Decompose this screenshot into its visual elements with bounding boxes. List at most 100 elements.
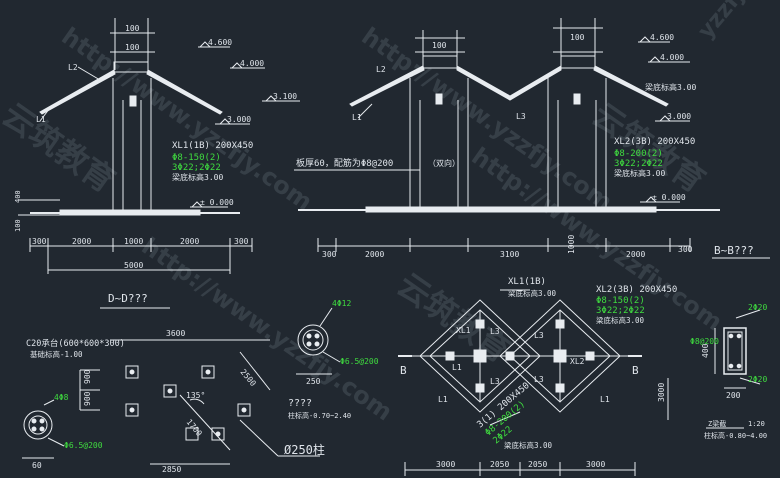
right-elevation-text: 100 100 4.600 4.000 3.000 ± 0.000 L2 L1 … [296, 33, 754, 259]
left-beam-rebar2: 3Φ22;2Φ22 [172, 163, 221, 173]
foundation-dim-900b: 900 [83, 391, 92, 406]
roof-label-l3a: L3 [490, 327, 500, 336]
left-bdim-3: 1000 [124, 237, 143, 246]
right-beam-rebar1: Φ8-200(2) [614, 149, 663, 159]
beam-top-rebar: 2Φ20 [748, 303, 767, 312]
left-dim-top-1: 100 [125, 24, 140, 33]
right-beam-name: XL2(3B) 200X450 [614, 137, 695, 147]
roof-section-mark-right: B [632, 364, 639, 377]
roof-label-xl2: XL2 [570, 357, 585, 366]
roof-bdim-2: 2050 [490, 460, 509, 469]
left-beam-rebar1: Φ8-150(2) [172, 153, 221, 163]
roof-beam1-elev: 梁底标高3.00 [508, 288, 557, 298]
beam-scale: 1:20 [748, 420, 765, 428]
beam-title: Z梁截 [708, 419, 726, 428]
roof-label-l1b: L1 [452, 363, 462, 372]
right-slab-suffix: （双向） [428, 158, 460, 168]
roof-beam3-elev: 梁底标高3.00 [504, 440, 553, 450]
beam-width: 200 [726, 391, 741, 400]
beam-height: 400 [701, 343, 710, 358]
foundation-title: C20承台(600*600*300) [26, 338, 125, 349]
right-level-0000: ± 0.000 [652, 193, 686, 202]
roof-bdim-1: 3000 [436, 460, 455, 469]
foundation-dim-2850: 2850 [162, 465, 181, 474]
left-total: 5000 [124, 261, 143, 270]
foundation-detail-rebar: 4Φ8 [54, 393, 69, 402]
roof-label-l1a: L1 [438, 395, 448, 404]
right-beam-rebar2: 3Φ22;2Φ22 [614, 159, 663, 169]
right-dim-top-2: 100 [570, 33, 585, 42]
beam-left-dim: 3000 [657, 383, 666, 402]
left-dim-100: 100 [14, 219, 22, 232]
roof-beam2-rebar2: 3Φ22;2Φ22 [596, 306, 645, 316]
left-bdim-2: 2000 [72, 237, 91, 246]
foundation-dim-900a: 900 [83, 369, 92, 384]
column-detail-text: 4Φ12 Φ6.5@200 250 ???? 柱标高-0.70~2.40 [288, 299, 379, 420]
roof-label-l1c: L1 [600, 395, 610, 404]
right-level-3000: 3.000 [667, 112, 691, 121]
column-dim: 250 [306, 377, 321, 386]
right-level-4000: 4.000 [660, 53, 684, 62]
right-label-l3: L3 [516, 112, 526, 121]
foundation-column: Ø250柱 [284, 442, 325, 457]
right-level-4600: 4.600 [650, 33, 674, 42]
left-dim-400: 400 [14, 190, 22, 203]
left-bdim-1: 300 [32, 237, 47, 246]
right-bdim-3: 3100 [500, 250, 519, 259]
roof-beam1: XL1(1B) [508, 277, 546, 287]
right-beam-elev-top: 梁底标高3.00 [645, 82, 696, 92]
roof-beam2-rebar1: Φ8-150(2) [596, 296, 645, 306]
roof-label-l3b: L3 [534, 331, 544, 340]
right-section-label: B~B??? [714, 244, 754, 257]
left-label-l1: L1 [36, 115, 46, 124]
right-label-l1: L1 [352, 113, 362, 122]
left-dim-top-2: 100 [125, 43, 140, 52]
roof-beam2-elev: 梁底标高3.00 [596, 315, 645, 325]
foundation-detail [22, 399, 65, 459]
right-slab-note: 板厚60，配筋为Φ8@200 [296, 157, 393, 169]
roof-bdim-3: 2050 [528, 460, 547, 469]
right-elevation [294, 18, 770, 259]
roof-bdim-4: 3000 [586, 460, 605, 469]
left-beam-name: XL1(1B) 200X450 [172, 141, 253, 151]
left-beam-elev: 梁底标高3.00 [172, 172, 223, 182]
left-bdim-4: 2000 [180, 237, 199, 246]
column-title: ???? [288, 398, 312, 409]
beam-stirrup: Φ8@200 [690, 337, 719, 346]
foundation-plan-text: C20承台(600*600*300) 基础标高-1.00 3600 2500 9… [26, 329, 325, 474]
roof-label-l3d: L3 [534, 375, 544, 384]
left-level-4000: 4.000 [240, 59, 264, 68]
foundation-detail-text: 4Φ8 Φ6.5@200 60 [32, 393, 103, 470]
foundation-subtitle: 基础标高-1.00 [30, 349, 83, 359]
column-stirrup: Φ6.5@200 [340, 357, 379, 366]
right-bdim-5: 2000 [626, 250, 645, 259]
left-level-3000: 3.000 [227, 115, 251, 124]
right-dim-top-1: 100 [432, 41, 447, 50]
beam-elev: 柱标高-0.80~4.00 [704, 431, 767, 440]
right-bdim-2: 2000 [365, 250, 384, 259]
left-elevation [18, 18, 300, 274]
column-elev: 柱标高-0.70~2.40 [288, 411, 351, 420]
right-bdim-6: 300 [678, 245, 693, 254]
left-label-l2: L2 [68, 63, 78, 72]
roof-plan [398, 289, 642, 476]
roof-section-mark-left: B [400, 364, 407, 377]
left-level-0000: ± 0.000 [200, 198, 234, 207]
right-label-l2: L2 [376, 65, 386, 74]
beam-bottom-rebar: 2Φ20 [748, 375, 767, 384]
beam-section-text: 2Φ20 Φ8@200 2Φ20 400 200 Z梁截 1:20 柱标高-0.… [657, 303, 767, 440]
right-bdim-1: 300 [322, 250, 337, 259]
left-section-label: D~D??? [108, 292, 148, 305]
foundation-dim-3600: 3600 [166, 329, 185, 338]
foundation-plan [79, 339, 320, 465]
beam-section [667, 309, 761, 429]
foundation-detail-dim: 60 [32, 461, 42, 470]
foundation-detail-stirrup: Φ6.5@200 [64, 441, 103, 450]
roof-label-l3c: L3 [490, 377, 500, 386]
left-level-3100: 3.100 [273, 92, 297, 101]
right-beam-elev: 梁底标高3.00 [614, 168, 665, 178]
column-detail [296, 307, 341, 375]
roof-beam2: XL2(3B) 200X450 [596, 285, 677, 295]
